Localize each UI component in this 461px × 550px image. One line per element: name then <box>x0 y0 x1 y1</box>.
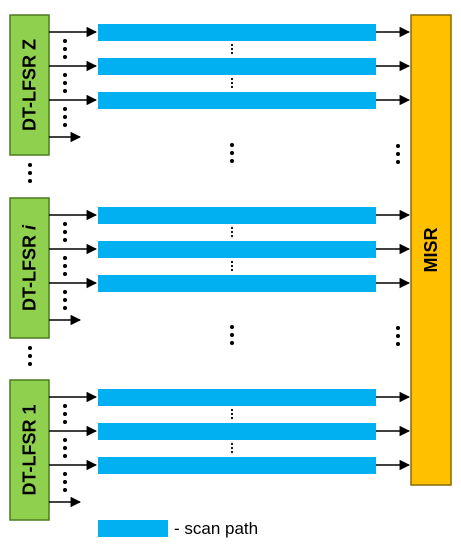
lfsr-output-ellipsis <box>63 256 67 276</box>
misr-rect <box>410 14 452 486</box>
lfsr-label-suffix: 1 <box>20 404 40 414</box>
scan-row-ellipsis <box>230 43 234 55</box>
lfsr-output-ellipsis <box>63 472 67 492</box>
scan-path <box>98 24 376 41</box>
lfsr-output-ellipsis <box>63 438 67 458</box>
scan-row-ellipsis <box>230 260 234 272</box>
scan-path <box>98 58 376 75</box>
lfsr-output-ellipsis <box>63 404 67 424</box>
scan-path <box>98 457 376 474</box>
scan-path <box>98 423 376 440</box>
lfsr-label: DT-LFSR i <box>20 224 40 311</box>
lfsr-box <box>9 14 50 156</box>
legend-text: - scan path <box>174 519 258 538</box>
group-ellipsis-bottom <box>28 346 32 366</box>
lfsr-box <box>9 379 50 521</box>
lfsr-label-prefix: DT-LFSR <box>20 415 40 496</box>
lfsr-label-suffix: i <box>20 224 40 230</box>
group-ellipsis-top <box>28 163 32 183</box>
lfsr-output-ellipsis <box>63 222 67 242</box>
chain-ellipsis-top <box>230 143 400 164</box>
scan-row-ellipsis <box>230 77 234 89</box>
misr-label: MISR <box>421 227 441 272</box>
lfsr-output-ellipsis <box>63 73 67 93</box>
lfsr-label-suffix: Z <box>20 39 40 50</box>
lfsr-label-prefix: DT-LFSR <box>20 50 40 131</box>
scan-path <box>98 275 376 292</box>
lfsr-label: DT-LFSR Z <box>20 39 40 131</box>
chain-ellipsis-bottom <box>230 325 400 346</box>
scan-row-ellipsis <box>230 408 234 420</box>
scan-path <box>98 389 376 406</box>
scan-row-ellipsis <box>230 442 234 454</box>
lfsr-group-1: DT-LFSR 1 <box>9 379 411 521</box>
lfsr-group-i: DT-LFSR i <box>9 197 411 339</box>
lfsr-group-z: DT-LFSR Z <box>9 14 411 156</box>
lfsr-box <box>9 197 50 339</box>
scan-path <box>98 241 376 258</box>
lfsr-label-prefix: DT-LFSR <box>20 230 40 311</box>
misr-block: MISR <box>410 14 452 486</box>
lfsr-output-ellipsis <box>63 39 67 59</box>
lfsr-output-ellipsis <box>63 290 67 310</box>
scan-path <box>98 92 376 109</box>
scan-path <box>98 207 376 224</box>
scan-row-ellipsis <box>230 226 234 238</box>
lfsr-output-ellipsis <box>63 107 67 127</box>
legend-scan-path-swatch <box>98 520 168 537</box>
legend: - scan path <box>98 519 258 538</box>
lfsr-label: DT-LFSR 1 <box>20 404 40 495</box>
